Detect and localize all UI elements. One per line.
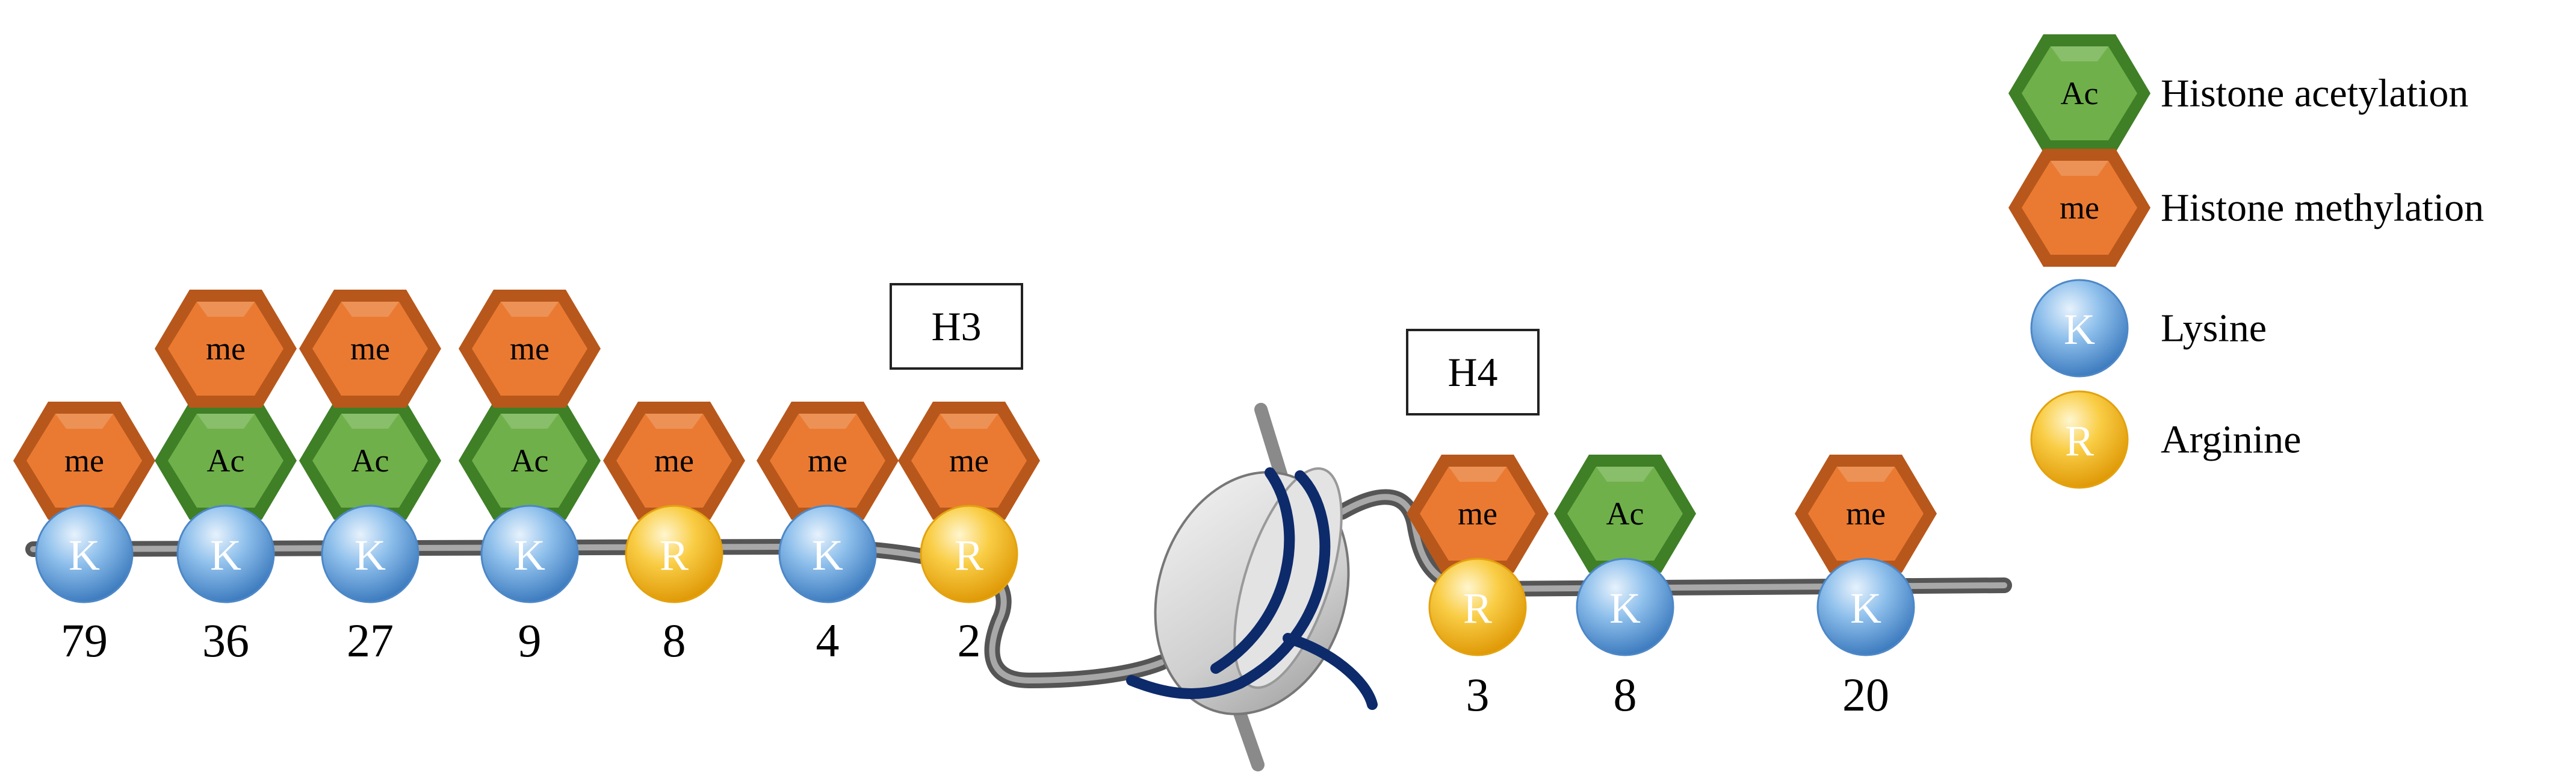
h3-position-8: 8 — [663, 614, 686, 667]
h3-9-acetyl-mark: Ac — [459, 402, 601, 520]
h3-36-acetyl-mark: Ac — [155, 402, 297, 520]
h3-36-lysine: K — [176, 505, 275, 603]
legend-item-acetyl: Ac Histone acetylation — [2008, 34, 2468, 152]
h3-9-acetyl-mark-label: Ac — [511, 443, 549, 479]
legend-item-lysine: K Lysine — [2030, 279, 2267, 378]
h4-label: H4 — [1447, 349, 1497, 395]
h3-label-box: H3 — [890, 283, 1023, 370]
h4-8-acetyl-mark: Ac — [1554, 455, 1696, 573]
h3-79-lysine-letter: K — [69, 531, 100, 579]
h3-79-methyl-mark: me — [13, 402, 155, 520]
h3-position-27: 27 — [347, 614, 394, 667]
h4-3-methyl-mark-label: me — [1458, 496, 1497, 532]
h3-2-arginine: R — [920, 505, 1018, 603]
h4-20-lysine: K — [1816, 558, 1915, 656]
h3-residue-79: meK 79 — [13, 402, 155, 667]
h3-2-arginine-letter: R — [955, 531, 983, 579]
h3-9-methyl-mark: me — [459, 290, 601, 408]
h3-residue-4: meK 4 — [757, 402, 899, 667]
h4-label-box: H4 — [1406, 329, 1540, 415]
h4-20-lysine-letter: K — [1850, 584, 1881, 632]
h3-27-lysine-letter: K — [355, 531, 386, 579]
h3-label: H3 — [931, 303, 981, 349]
h3-36-methyl-mark-label: me — [206, 331, 246, 367]
h3-8-methyl-mark-label: me — [654, 443, 694, 479]
h3-36-lysine-letter: K — [210, 531, 241, 579]
legend-methyl-label: Histone methylation — [2161, 186, 2484, 230]
h3-4-lysine: K — [778, 505, 877, 603]
h3-2-methyl-mark-label: me — [949, 443, 989, 479]
h4-8-acetyl-mark-label: Ac — [1606, 496, 1644, 532]
legend-item-methyl: me Histone methylation — [2008, 149, 2484, 267]
residue-layer: meK79AcmeK36AcmeK27AcmeK9meR8meK4meR2meR… — [13, 290, 1937, 721]
legend-arginine-swatch: R — [2030, 390, 2129, 489]
h3-residue-27: Ac meK 27 — [299, 290, 441, 667]
h3-residue-9: Ac meK 9 — [459, 290, 601, 667]
h3-4-lysine-letter: K — [812, 531, 843, 579]
h4-3-methyl-mark: me — [1407, 455, 1549, 573]
legend-methyl-swatch-label: me — [2060, 190, 2099, 226]
h3-79-methyl-mark-label: me — [64, 443, 104, 479]
h3-position-36: 36 — [202, 614, 249, 667]
legend-acetyl-swatch: Ac — [2008, 34, 2150, 152]
h3-tail-strand — [25, 538, 1169, 689]
h3-9-lysine: K — [480, 505, 579, 603]
h3-position-2: 2 — [958, 614, 981, 667]
nucleosome — [1126, 403, 1378, 771]
h3-36-acetyl-mark-label: Ac — [207, 443, 245, 479]
h3-residue-2: meR 2 — [898, 402, 1040, 667]
h4-8-lysine: K — [1576, 558, 1674, 656]
h3-36-methyl-mark: me — [155, 290, 297, 408]
h3-residue-8: meR 8 — [603, 402, 745, 667]
h4-3-arginine: R — [1428, 558, 1527, 656]
h3-27-methyl-mark: me — [299, 290, 441, 408]
h3-27-methyl-mark-label: me — [350, 331, 390, 367]
h3-79-lysine: K — [35, 505, 134, 603]
h3-27-acetyl-mark: Ac — [299, 402, 441, 520]
h4-20-methyl-mark: me — [1795, 455, 1937, 573]
h3-8-arginine-letter: R — [660, 531, 689, 579]
legend-item-arginine: R Arginine — [2030, 390, 2301, 489]
h4-residue-3: meR 3 — [1407, 455, 1549, 721]
h3-position-79: 79 — [61, 614, 108, 667]
h4-position-8: 8 — [1614, 668, 1637, 721]
h3-4-methyl-mark: me — [757, 402, 899, 520]
h3-27-lysine: K — [321, 505, 420, 603]
legend-lysine-swatch-letter: K — [2064, 305, 2095, 353]
legend-lysine-swatch: K — [2030, 279, 2129, 378]
h4-position-3: 3 — [1466, 668, 1490, 721]
legend: Ac Histone acetylation me Histone methylati… — [2008, 34, 2484, 489]
h4-8-lysine-letter: K — [1609, 584, 1641, 632]
legend-arginine-swatch-letter: R — [2065, 417, 2094, 465]
h3-position-4: 4 — [816, 614, 840, 667]
h3-position-9: 9 — [518, 614, 542, 667]
h4-residue-8: AcK 8 — [1554, 455, 1696, 721]
h3-2-methyl-mark: me — [898, 402, 1040, 520]
h3-4-methyl-mark-label: me — [808, 443, 847, 479]
h3-residue-36: Ac meK 36 — [155, 290, 297, 667]
h4-residue-20: meK 20 — [1795, 455, 1937, 721]
h3-8-arginine: R — [625, 505, 723, 603]
h4-3-arginine-letter: R — [1463, 584, 1492, 632]
h3-9-methyl-mark-label: me — [510, 331, 550, 367]
legend-acetyl-swatch-label: Ac — [2061, 75, 2099, 111]
h3-8-methyl-mark: me — [603, 402, 745, 520]
legend-arginine-label: Arginine — [2161, 418, 2301, 462]
h4-20-methyl-mark-label: me — [1846, 496, 1886, 532]
h3-9-lysine-letter: K — [514, 531, 545, 579]
h3-27-acetyl-mark-label: Ac — [351, 443, 389, 479]
h4-position-20: 20 — [1842, 668, 1889, 721]
legend-methyl-swatch: me — [2008, 149, 2150, 267]
legend-acetyl-label: Histone acetylation — [2161, 72, 2468, 116]
legend-lysine-label: Lysine — [2161, 307, 2267, 350]
